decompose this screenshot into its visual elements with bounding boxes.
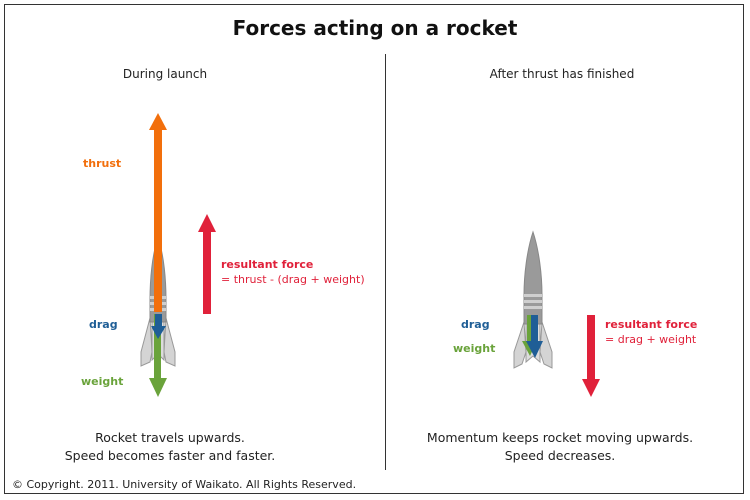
resultant-label-coasting: resultant force <box>605 318 698 331</box>
panel-divider <box>385 54 386 470</box>
panel-heading-launch: During launch <box>122 67 208 81</box>
resultant-formula-coasting: = drag + weight <box>605 333 697 346</box>
thrust-arrow <box>149 113 167 312</box>
weight-label-launch: weight <box>81 375 124 388</box>
resultant-arrow-up <box>198 214 216 314</box>
caption-launch: Rocket travels upwards. Speed becomes fa… <box>0 429 350 465</box>
drag-label-launch: drag <box>89 318 118 331</box>
caption-coasting-line2: Speed decreases. <box>504 448 616 463</box>
thrust-label: thrust <box>83 157 122 170</box>
resultant-arrow-down <box>582 315 600 397</box>
copyright-notice: © Copyright. 2011. University of Waikato… <box>12 478 357 491</box>
caption-coasting-line1: Momentum keeps rocket moving upwards. <box>426 430 694 445</box>
drag-arrow-coasting <box>526 315 543 358</box>
drag-label-coasting: drag <box>461 318 490 331</box>
caption-coasting: Momentum keeps rocket moving upwards. Sp… <box>380 429 740 465</box>
diagram-frame <box>4 4 744 494</box>
resultant-formula-launch: = thrust - (drag + weight) <box>221 273 365 286</box>
caption-launch-line1: Rocket travels upwards. <box>95 430 245 445</box>
weight-label-coasting: weight <box>453 342 496 355</box>
diagram-title: Forces acting on a rocket <box>232 16 518 40</box>
drag-arrow-launch <box>151 314 166 339</box>
weight-arrow-launch <box>149 314 167 397</box>
caption-launch-line2: Speed becomes faster and faster. <box>64 448 276 463</box>
panel-heading-after-thrust: After thrust has finished <box>489 67 635 81</box>
resultant-label-launch: resultant force <box>221 258 314 271</box>
